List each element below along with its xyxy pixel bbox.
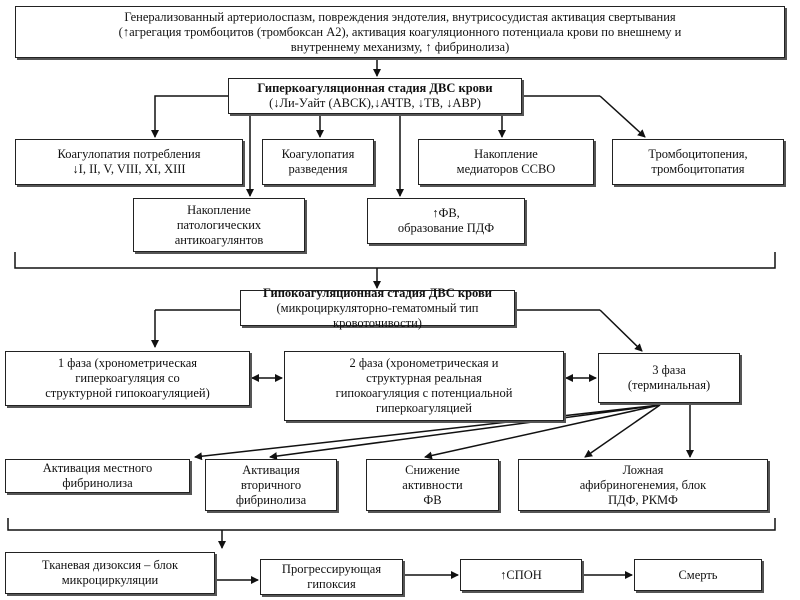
item-line2: медиаторов ССВО xyxy=(456,162,556,176)
fv-line1: ↑ФВ, xyxy=(432,206,460,220)
effect-line1: Ложная xyxy=(622,462,664,477)
chain-line2: микроциркуляции xyxy=(61,573,159,587)
hyper-item-consumption: Коагулопатия потребления ↓I, II, V, VIII… xyxy=(15,139,243,185)
effect-local-fibrinolysis: Активация местного фибринолиза xyxy=(5,459,190,493)
phase-line2: (терминальная) xyxy=(627,378,711,392)
effect-false-afibrinogenemia: Ложная афибриногенемия, блок ПДФ, РКМФ xyxy=(518,459,768,511)
chain-progressive-hypoxia: Прогрессирующая гипоксия xyxy=(260,559,403,595)
bracket-hyper-out xyxy=(14,252,776,269)
chain-spon: ↑СПОН xyxy=(460,559,582,591)
chain-line1: Смерть xyxy=(678,567,718,582)
hyper-stage-subtitle: (↓Ли-Уайт (АВСК),↓АЧТВ, ↓ТВ, ↓АВР) xyxy=(269,96,481,110)
item-line1: Коагулопатия потребления xyxy=(57,147,201,161)
accum-line2: патологических xyxy=(176,217,262,232)
top-line1: Генерализованный артериолоспазм, поврежд… xyxy=(124,9,676,24)
effect-line2: активности xyxy=(402,477,463,492)
hypo-stage-subtitle: (микроциркуляторно-гематомный тип кровот… xyxy=(276,300,479,330)
effect-line2: афибриногенемия, блок xyxy=(579,477,707,492)
hyper-stage-title: Гиперкоагуляционная стадия ДВС крови xyxy=(257,81,493,95)
top-line3: внутреннему механизму, ↑ фибринолиза) xyxy=(290,39,510,54)
effect-line1: Активация местного xyxy=(42,461,153,475)
item-line1: Тромбоцитопения, xyxy=(648,147,748,161)
effect-line1: Снижение xyxy=(405,462,460,477)
phase-line2: структурная реальная xyxy=(366,371,482,385)
phase-line1: 2 фаза (хронометрическая и xyxy=(349,356,499,370)
phase-line3: структурной гипокоагуляцией) xyxy=(45,386,210,400)
phase-3-box: 3 фаза (терминальная) xyxy=(598,353,740,403)
effect-line3: ФВ xyxy=(423,492,442,507)
hypo-stage-box: Гипокоагуляционная стадия ДВС крови (мик… xyxy=(240,286,515,330)
effect-fv-decrease: Снижение активности ФВ xyxy=(366,459,499,511)
effect-line1: Активация xyxy=(242,462,300,477)
item-line2: разведения xyxy=(288,162,348,176)
accum-line1: Накопление xyxy=(187,202,251,217)
chain-line1: Тканевая дизоксия – блок xyxy=(41,558,179,572)
phase-line1: 3 фаза xyxy=(652,363,686,377)
effect-line2: вторичного xyxy=(240,477,302,492)
bracket-effects-out xyxy=(7,518,776,531)
chain-line1: Прогрессирующая xyxy=(281,562,382,576)
chain-death: Смерть xyxy=(634,559,762,591)
item-line1: Накопление xyxy=(474,147,538,161)
top-box: Генерализованный артериолоспазм, поврежд… xyxy=(15,6,785,58)
phase-line4: гиперкоагуляцией xyxy=(376,401,472,415)
hyper-branch-line xyxy=(151,95,228,138)
effect-line3: ПДФ, РКМФ xyxy=(608,492,678,507)
phase-line2: гиперкоагуляция со xyxy=(75,371,180,385)
effect-secondary-fibrinolysis: Активация вторичного фибринолиза xyxy=(205,459,337,511)
effect-line3: фибринолиза xyxy=(235,492,307,507)
hyper-item-thrombocytopenia: Тромбоцитопения, тромбоцитопатия xyxy=(612,139,784,185)
phase-line1: 1 фаза (хронометрическая xyxy=(57,356,198,370)
phase-2-box: 2 фаза (хронометрическая и структурная р… xyxy=(284,351,564,421)
chain-line2: гипоксия xyxy=(307,577,356,591)
hypo-stage-title: Гипокоагуляционная стадия ДВС крови xyxy=(263,285,492,300)
hyper-item-mediators: Накопление медиаторов ССВО xyxy=(418,139,594,185)
phase-1-box: 1 фаза (хронометрическая гиперкоагуляция… xyxy=(5,351,250,406)
item-line2: тромбоцитопатия xyxy=(651,162,745,176)
chain-line1: ↑СПОН xyxy=(500,567,542,582)
top-line2: (↑агрегация тромбоцитов (тромбоксан А2),… xyxy=(118,24,682,39)
hyper-accum-anticoagulants: Накопление патологических антикоагулянто… xyxy=(133,198,305,252)
phase-line3: гипокоагуляция с потенциальной xyxy=(335,386,513,400)
fv-line2: образование ПДФ xyxy=(397,221,495,235)
hyper-item-dilution: Коагулопатия разведения xyxy=(262,139,374,185)
item-line1: Коагулопатия xyxy=(281,147,355,161)
hyper-fv-pdf: ↑ФВ, образование ПДФ xyxy=(367,198,525,244)
accum-line3: антикоагулянтов xyxy=(174,232,264,247)
effect-line2: фибринолиза xyxy=(62,476,133,490)
item-line2: ↓I, II, V, VIII, XI, XIII xyxy=(72,162,186,176)
hyper-stage-box: Гиперкоагуляционная стадия ДВС крови (↓Л… xyxy=(228,78,522,114)
chain-tissue-dysoxia: Тканевая дизоксия – блок микроциркуляции xyxy=(5,552,215,594)
